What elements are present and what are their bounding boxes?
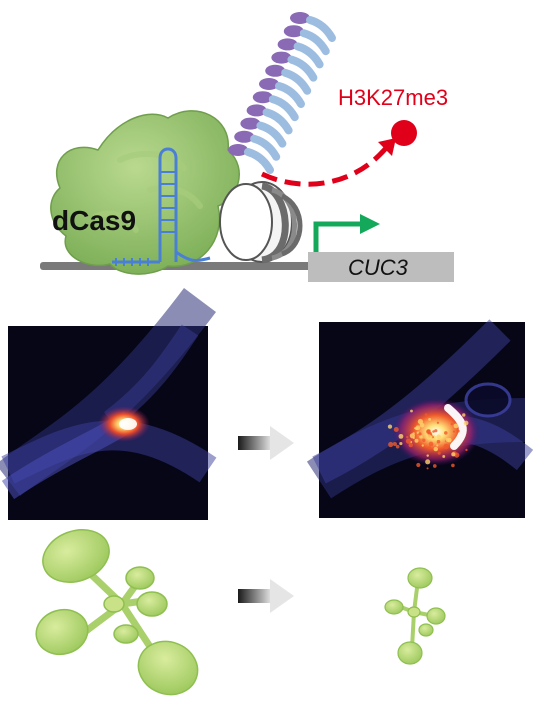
histone-tail-chain — [228, 12, 336, 174]
fluorescence-speckle — [427, 446, 432, 450]
fluorescence-speckle — [388, 441, 394, 448]
fluorescence-speckles — [387, 409, 469, 470]
fluorescence-speckle — [414, 438, 419, 443]
fluorescence-speckle — [409, 433, 415, 439]
fluorescence-speckle — [442, 455, 446, 458]
histone-tail-branch — [244, 148, 274, 174]
histone-tail-branch — [262, 108, 293, 135]
histone-tail-bead — [234, 130, 255, 143]
h3k27me3-dot — [391, 120, 417, 146]
promoter-arrow — [313, 221, 364, 262]
fluorescence-speckle — [456, 429, 460, 433]
fluorescence-speckle — [432, 430, 435, 433]
fluorescence-speckle — [419, 435, 423, 439]
fluorescence-speckle — [398, 433, 404, 439]
fluorescence-speckle — [399, 441, 403, 446]
fluorescence-speckle — [436, 444, 439, 447]
histone-tail-branch — [293, 42, 324, 69]
histone-tail-bead — [252, 91, 273, 104]
fluorescence-speckle — [436, 434, 442, 440]
promoter-arrowhead-icon — [360, 214, 380, 234]
histone-tail-branch — [287, 55, 318, 82]
methylation-arrowhead-icon — [378, 138, 396, 156]
fluorescence-speckle — [450, 422, 453, 426]
fluorescence-speckle — [445, 438, 450, 442]
histone-tail-bead — [277, 38, 298, 51]
fluorescence-speckle — [416, 462, 421, 468]
histone-tail-branch — [256, 121, 287, 148]
fluorescence-speckle — [392, 441, 397, 447]
dcas9-protein — [50, 110, 240, 275]
fluorescence-after-panel — [306, 319, 533, 518]
fluorescence-speckle — [444, 431, 448, 435]
fluorescence-speckle — [436, 421, 440, 424]
fluorescence-speckle — [410, 409, 413, 413]
dcas9-label: dCas9 — [52, 205, 136, 236]
fluorescence-speckle — [387, 424, 393, 429]
fluorescence-speckle — [426, 429, 431, 434]
histone-tail-bead — [283, 25, 304, 38]
fluorescence-speckle — [463, 420, 469, 426]
histone-tail-bead — [246, 104, 267, 117]
fluorescence-speckle — [426, 434, 432, 440]
histone-tail-bead — [228, 144, 248, 156]
fluorescence-speckle — [422, 438, 426, 442]
histone-tail-branch — [250, 134, 281, 161]
guide-rna — [112, 147, 211, 266]
fluorescence-speckle — [414, 427, 417, 430]
fluorescence-speckle — [452, 430, 456, 433]
schematic: dCas9 H3K27me3 CUC — [40, 12, 454, 282]
dcas9-texture — [93, 150, 203, 233]
rosette-small — [384, 567, 446, 665]
fluorescence-speckle — [428, 441, 434, 447]
histone-tail-branch — [299, 29, 330, 56]
histone-tail-branch — [268, 95, 299, 122]
fluorescence-speckle — [419, 422, 425, 428]
fluorescence-speckle — [428, 417, 432, 421]
fluorescence-speckle — [426, 467, 429, 470]
histone-tail-bead — [259, 78, 279, 90]
fluorescence-speckle — [406, 435, 409, 439]
fluorescence-speckle — [426, 454, 429, 457]
fluorescence-speckle — [451, 452, 456, 457]
fluorescence-speckle — [462, 413, 466, 417]
fluorescence-speckle — [437, 451, 441, 455]
nucleosome — [219, 181, 303, 264]
fluorescence-speckle — [415, 425, 421, 431]
methylation-arrow — [260, 146, 388, 187]
histone-tail-bead — [271, 51, 292, 64]
fluorescence-speckle — [430, 435, 433, 438]
rosette-large — [35, 529, 199, 696]
histone-tail-branch — [281, 68, 312, 95]
fluorescence-speckle — [408, 442, 413, 448]
fluorescence-speckle — [453, 423, 459, 429]
fluorescence-speckle — [436, 439, 441, 444]
fluorescence-speckle — [433, 446, 439, 452]
fluorescence-speckle — [451, 463, 455, 468]
gene-label: CUC3 — [348, 255, 409, 280]
fluorescence-speckle — [443, 443, 449, 450]
fluorescence-speckle — [432, 464, 437, 468]
fluorescence-speckle — [421, 444, 424, 447]
histone-tail-bead — [290, 12, 310, 24]
h3k27me3-label: H3K27me3 — [338, 85, 448, 110]
histone-tail-bead — [240, 117, 261, 130]
fluorescence-speckle — [393, 426, 399, 432]
histone-tail-branch — [275, 82, 305, 108]
fluorescence-speckle — [405, 438, 412, 444]
fluorescence-speckle — [424, 413, 428, 417]
gene-box — [308, 252, 454, 282]
fluorescence-speckle — [465, 448, 468, 452]
fluorescence-before-panel — [0, 287, 217, 520]
fluorescence-speckle — [425, 459, 431, 465]
transition-arrow-icon — [238, 579, 294, 613]
transition-arrow-icon — [238, 426, 294, 460]
histone-tail-bead — [265, 64, 286, 77]
fluorescence-speckle — [434, 429, 438, 433]
fluorescence-speckle — [395, 444, 400, 449]
fluorescence-speckle — [418, 432, 422, 436]
histone-tail-branch — [306, 16, 336, 42]
